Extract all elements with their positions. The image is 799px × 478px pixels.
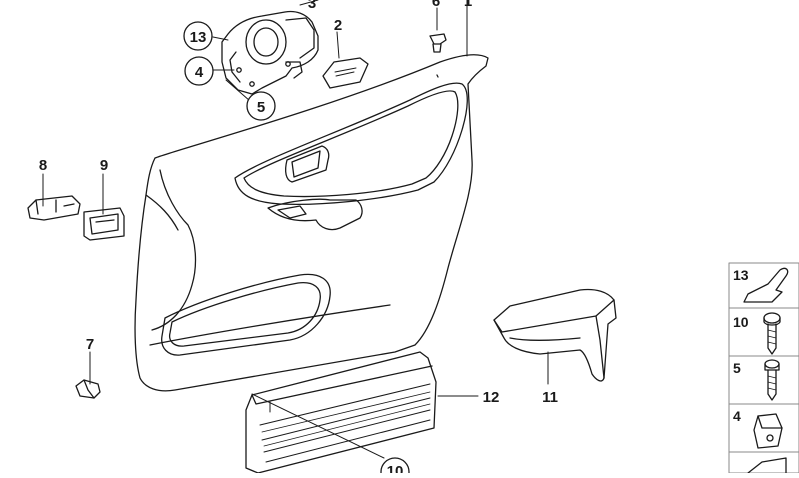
push-clip-top	[429, 33, 447, 53]
callout-label: 7	[86, 336, 94, 353]
screw-icon	[764, 359, 780, 401]
legend-item-13: 13	[728, 262, 799, 309]
callout-5-top: 5	[246, 91, 276, 121]
callout-label: 4	[195, 64, 204, 81]
legend-item-4: 4	[728, 403, 799, 453]
callout-9: 9	[100, 157, 108, 174]
bracket-icon	[747, 457, 787, 474]
callout-4-top: 4	[184, 56, 214, 86]
callout-label: 12	[483, 389, 500, 406]
callout-10-bottom: 10	[380, 457, 410, 478]
legend-item-bracket	[728, 451, 799, 474]
callout-label: 9	[100, 157, 108, 174]
screw-icon	[763, 312, 781, 355]
armrest	[493, 288, 617, 382]
push-pin	[75, 379, 101, 399]
callout-12: 12	[483, 389, 500, 406]
leader-lines	[42, 0, 549, 459]
callout-7: 7	[86, 336, 94, 353]
callout-label: 8	[39, 157, 47, 174]
legend-label: 4	[733, 408, 741, 424]
bracket-part-8	[27, 195, 81, 221]
legend-label: 13	[733, 267, 749, 283]
callout-label: 6	[432, 0, 440, 10]
callout-13-top: 13	[183, 21, 213, 51]
callout-8: 8	[39, 157, 47, 174]
callout-6-top: 6	[432, 0, 440, 10]
callout-label: 2	[334, 17, 342, 34]
legend-label: 10	[733, 314, 749, 330]
callout-label: 5	[257, 99, 265, 116]
trim-plate	[322, 57, 369, 89]
door-panel	[134, 54, 489, 392]
bracket-part-9	[83, 207, 125, 241]
legend-column: 13 10 5 4	[728, 262, 799, 474]
legend-item-10: 10	[728, 307, 799, 357]
legend-label: 5	[733, 360, 741, 376]
callout-3-top: 3	[308, 0, 316, 12]
callout-label: 10	[387, 463, 404, 473]
spring-clip-icon	[743, 267, 789, 303]
speaker-assembly	[221, 10, 319, 95]
callout-label: 1	[464, 0, 472, 10]
legend-item-5: 5	[728, 355, 799, 405]
clip-nut-icon	[753, 413, 783, 449]
callout-label: 13	[190, 29, 207, 46]
map-pocket	[245, 351, 437, 474]
callout-2-top: 2	[334, 17, 342, 34]
callout-label: 11	[542, 389, 558, 406]
callout-11: 11	[542, 389, 558, 406]
callout-label: 3	[308, 0, 316, 12]
callout-1-top: 1	[464, 0, 472, 10]
